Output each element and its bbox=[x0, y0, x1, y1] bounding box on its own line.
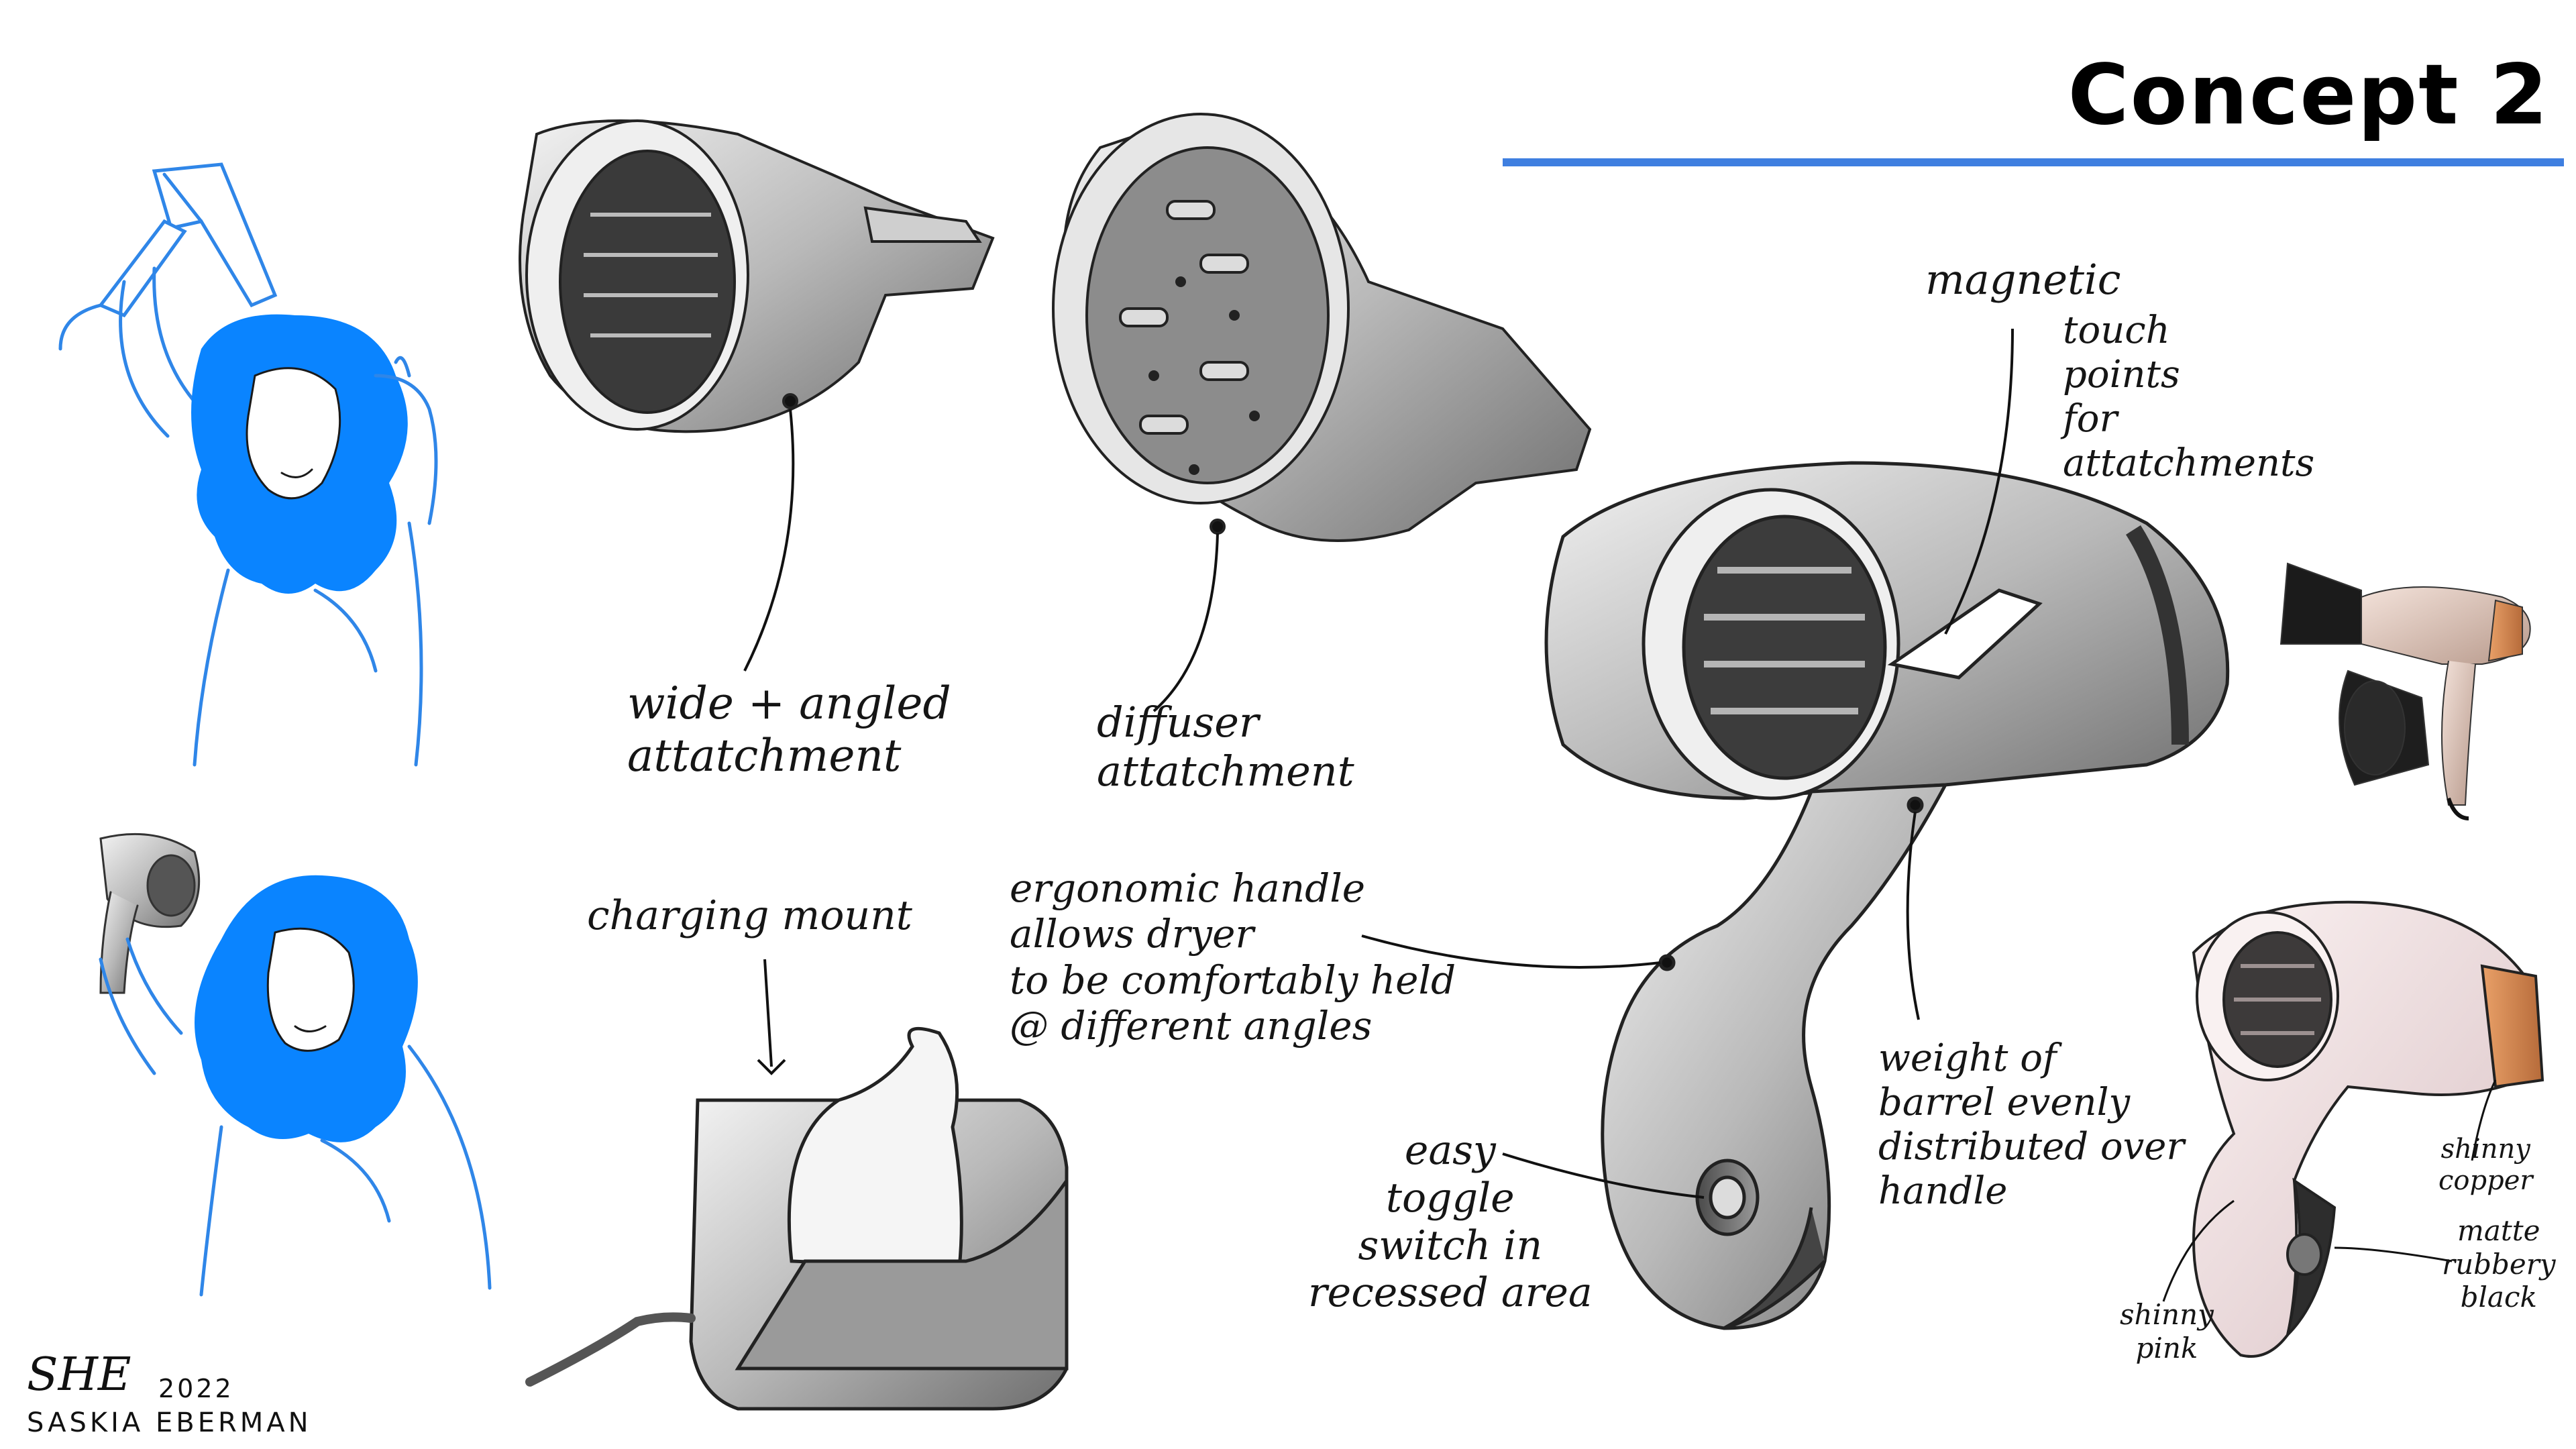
label-wide-attachment: wide + angled attatchment bbox=[627, 678, 951, 782]
main-dryer-leaders bbox=[1361, 328, 2014, 1199]
diffuser-leader bbox=[1152, 533, 1219, 712]
artist-signature: SHE bbox=[27, 1348, 131, 1401]
color-rendering-leaders bbox=[2162, 1079, 2497, 1302]
reference-product-photo bbox=[2279, 562, 2531, 820]
label-matte-black: matte rubbery black bbox=[2442, 1214, 2556, 1314]
figure-top-left bbox=[58, 162, 438, 767]
credit-year: 2022 bbox=[158, 1374, 234, 1403]
charging-mount-sketch bbox=[689, 1026, 1069, 1411]
label-shinny-copper: shinny copper bbox=[2438, 1134, 2533, 1197]
label-shinny-pink: shinny pink bbox=[2120, 1298, 2214, 1364]
label-magnetic: magnetic bbox=[1925, 255, 2121, 304]
artist-name: SASKIA EBERMAN bbox=[27, 1407, 312, 1438]
label-easy-toggle: easy toggle switch in recessed area bbox=[1308, 1127, 1593, 1317]
figure-bottom-left bbox=[99, 833, 492, 1297]
charging-leader bbox=[763, 959, 773, 1067]
wide-attachment-leader bbox=[743, 409, 795, 672]
color-rendering-sketch bbox=[2192, 900, 2544, 1358]
wide-attachment-sketch bbox=[519, 119, 995, 433]
diffuser-sketch bbox=[1052, 113, 1592, 542]
label-ergonomic-handle: ergonomic handle allows dryer to be comf… bbox=[1010, 865, 1456, 1049]
label-touch-points: touch points for attatchments bbox=[2063, 309, 2315, 486]
label-diffuser: diffuser attatchment bbox=[1097, 698, 1354, 796]
title-underline bbox=[1503, 158, 2564, 166]
label-charging-mount: charging mount bbox=[587, 892, 912, 939]
label-weight: weight of barrel evenly distributed over… bbox=[1878, 1036, 2185, 1214]
main-dryer-sketch bbox=[1544, 461, 2230, 1330]
page-title: Concept 2 bbox=[2068, 47, 2549, 144]
charging-cord bbox=[525, 1312, 696, 1387]
